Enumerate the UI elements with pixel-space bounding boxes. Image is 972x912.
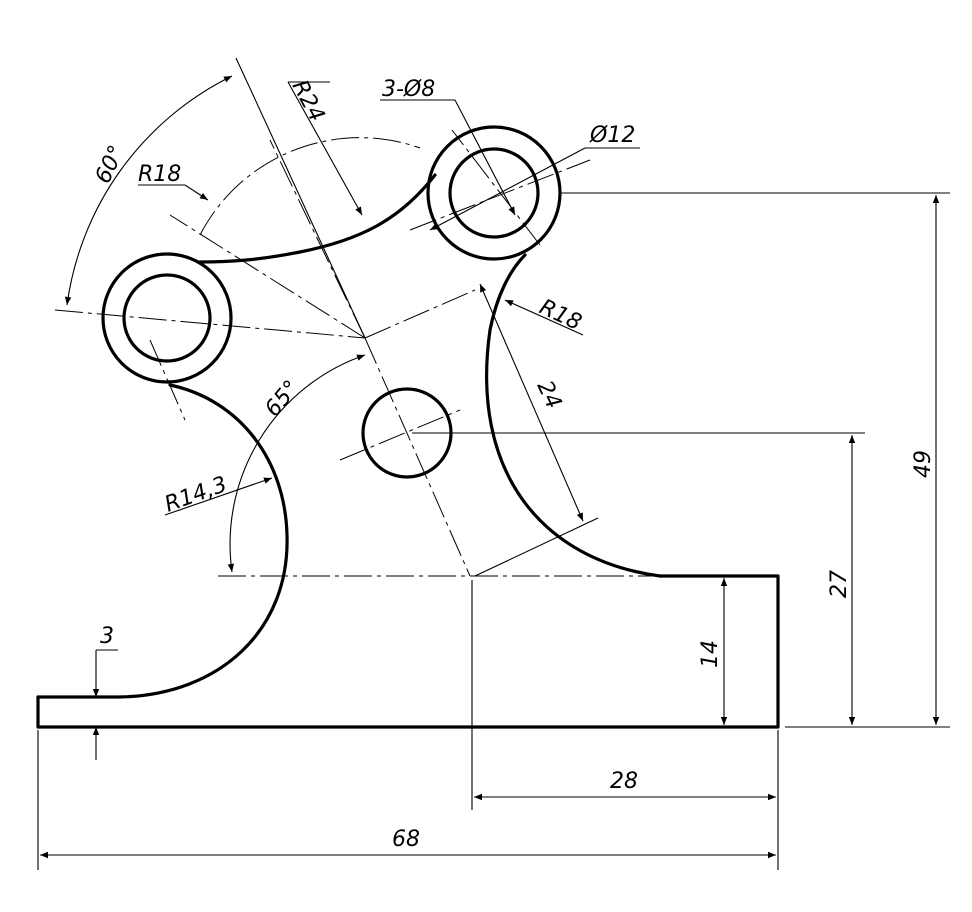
dim-radius-right: R18 bbox=[535, 295, 585, 336]
dim-height-total: 49 bbox=[911, 450, 936, 478]
dim-boss-dia: Ø12 bbox=[589, 123, 635, 148]
dim-radius-top: R24 bbox=[287, 76, 329, 126]
dim-angle-top: 60° bbox=[91, 142, 130, 188]
dim-angle-mid: 65° bbox=[260, 376, 304, 422]
center-lines bbox=[54, 129, 660, 577]
dim-height-mid: 27 bbox=[827, 570, 852, 598]
dim-radius-lower: R14,3 bbox=[162, 472, 231, 517]
left-boss-outer bbox=[101, 252, 233, 384]
dimension-lines bbox=[37, 57, 950, 870]
dim-holes: 3-Ø8 bbox=[382, 77, 435, 102]
dim-width-total: 68 bbox=[392, 827, 420, 852]
top-boss-outer bbox=[426, 125, 562, 261]
dim-height-step: 14 bbox=[698, 640, 723, 668]
dim-radius-left: R18 bbox=[138, 162, 181, 187]
dim-arm-length: 24 bbox=[532, 377, 566, 413]
dim-width-right: 28 bbox=[610, 769, 638, 794]
top-hole bbox=[448, 147, 540, 239]
left-hole bbox=[122, 273, 212, 363]
dim-thickness: 3 bbox=[100, 624, 114, 649]
